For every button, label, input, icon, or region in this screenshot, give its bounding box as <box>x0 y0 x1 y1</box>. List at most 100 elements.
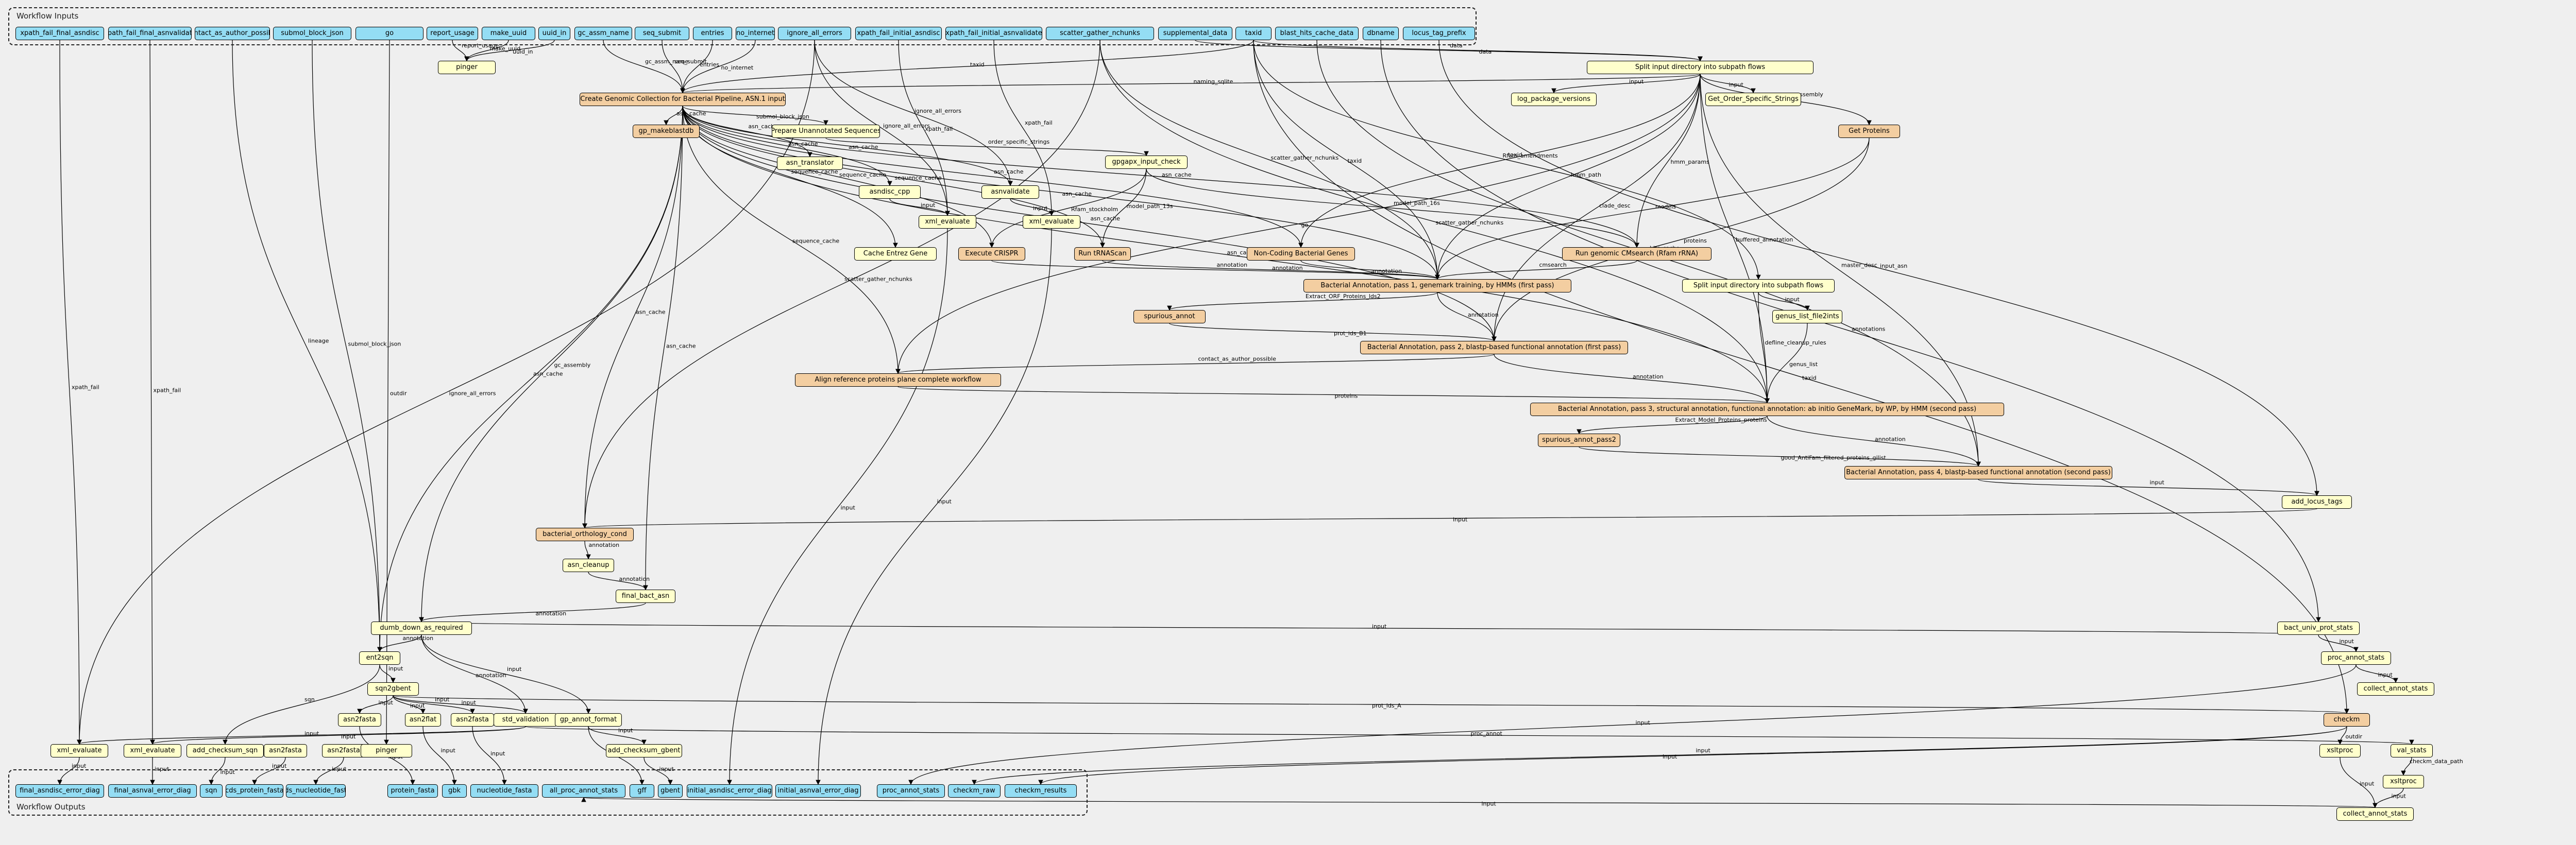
io-node-out-checkm-raw[interactable]: checkm_raw <box>948 784 1001 798</box>
io-node-out-proc-annot-stats[interactable]: proc_annot_stats <box>877 784 945 798</box>
step-node-asn-cleanup[interactable]: asn_cleanup <box>563 559 614 572</box>
step-node-proc-annot[interactable]: proc_annot_stats <box>2321 651 2391 665</box>
step-node-annot-pass2[interactable]: Bacterial Annotation, pass 2, blastp-bas… <box>1360 341 1628 354</box>
step-node-annot-pass3[interactable]: Bacterial Annotation, pass 3, structural… <box>1530 403 2004 416</box>
step-node-add-locus[interactable]: add_locus_tags <box>2282 495 2352 509</box>
step-node-trnascan[interactable]: Run tRNAScan <box>1074 247 1131 261</box>
step-node-xml-evaluate-1[interactable]: xml_evaluate <box>919 215 976 229</box>
step-node-gp-annot-format[interactable]: gp_annot_format <box>555 713 622 727</box>
step-node-xml-evaluate-2[interactable]: xml_evaluate <box>1023 215 1080 229</box>
step-node-spurious1[interactable]: spurious_annot <box>1133 310 1206 323</box>
io-node-out-gff[interactable]: gff <box>630 784 654 798</box>
io-node-in-gc-assm-name[interactable]: gc_assm_name <box>574 27 632 40</box>
step-node-asn2fasta-d[interactable]: asn2fasta <box>322 744 365 757</box>
step-node-split-input-2[interactable]: Split input directory into subpath flows <box>1682 279 1835 292</box>
io-node-in-taxid[interactable]: taxid <box>1235 27 1272 40</box>
edge-label: annotation <box>1371 268 1402 274</box>
io-node-in-submol-block-json[interactable]: submol_block_json <box>273 27 351 40</box>
step-node-asn2flat[interactable]: asn2flat <box>405 713 441 727</box>
step-node-bacterial-prepare[interactable]: Create Genomic Collection for Bacterial … <box>580 93 786 106</box>
io-node-in-blast-hits-cache-data[interactable]: blast_hits_cache_data <box>1275 27 1359 40</box>
step-node-add-checksum-gbent[interactable]: add_checksum_gbent <box>606 744 682 757</box>
io-node-out-cds-nucleotide-fasta[interactable]: cds_nucleotide_fasta <box>286 784 346 798</box>
io-node-in-scatter-gather-nchunks[interactable]: scatter_gather_nchunks <box>1046 27 1154 40</box>
io-node-in-seq-submit[interactable]: seq_submit <box>635 27 689 40</box>
step-node-bact-univ[interactable]: bact_univ_prot_stats <box>2277 622 2360 635</box>
step-node-checkm[interactable]: checkm <box>2324 713 2370 727</box>
io-node-in-xpath-fail-final-asndisc[interactable]: xpath_fail_final_asndisc <box>15 27 104 40</box>
io-node-in-go[interactable]: go <box>355 27 423 40</box>
step-node-asn2fasta-c[interactable]: asn2fasta <box>264 744 307 757</box>
io-node-out-sqn[interactable]: sqn <box>200 784 223 798</box>
step-node-ortholog[interactable]: bacterial_orthology_cond <box>536 528 634 541</box>
io-node-in-make-uuid[interactable]: make_uuid <box>482 27 535 40</box>
step-node-ping-end[interactable]: pinger <box>361 744 412 757</box>
edge-label: proteins <box>1335 393 1358 400</box>
io-node-out-initial-asnval-error-diag[interactable]: initial_asnval_error_diag <box>775 784 861 798</box>
step-node-cache-entrez[interactable]: Cache Entrez Gene <box>854 247 937 261</box>
step-node-collect-annot-2[interactable]: collect_annot_stats <box>2336 807 2414 821</box>
step-node-cmsearch[interactable]: Run genomic CMsearch (Rfam rRNA) <box>1562 247 1711 261</box>
step-node-get-proteins[interactable]: Get Proteins <box>1838 125 1900 138</box>
step-node-crispr[interactable]: Execute CRISPR <box>958 247 1025 261</box>
io-node-out-cds-protein-fasta[interactable]: cds_protein_fasta <box>226 784 283 798</box>
step-node-log-versions[interactable]: log_package_versions <box>1511 93 1597 106</box>
io-node-in-entries[interactable]: entries <box>693 27 732 40</box>
io-node-out-checkm-results[interactable]: checkm_results <box>1005 784 1077 798</box>
io-node-in-supplemental-data[interactable]: supplemental_data <box>1158 27 1232 40</box>
step-node-ncrna[interactable]: Non-Coding Bacterial Genes <box>1247 247 1355 261</box>
edge-label: hmm_params <box>1671 159 1710 165</box>
edge-label: annotation <box>1468 312 1499 318</box>
io-node-out-gbk[interactable]: gbk <box>442 784 467 798</box>
step-node-spurious2[interactable]: spurious_annot_pass2 <box>1538 434 1620 447</box>
edge <box>393 695 475 714</box>
step-node-align-ref[interactable]: Align reference proteins plane complete … <box>795 373 1001 387</box>
step-node-asn2fasta-b[interactable]: asn2fasta <box>451 713 494 727</box>
io-node-in-report-usage[interactable]: report_usage <box>427 27 478 40</box>
step-node-dumb-down[interactable]: dumb_down_as_required <box>371 622 472 635</box>
step-node-ping-start[interactable]: pinger <box>438 61 496 74</box>
step-node-genus-list[interactable]: genus_list_file2ints <box>1772 310 1842 323</box>
step-node-xml-evaluate-4[interactable]: xml_evaluate <box>124 744 181 757</box>
step-node-annot-pass1[interactable]: Bacterial Annotation, pass 1, genemark t… <box>1303 279 1571 292</box>
step-node-gp-makeblastdb[interactable]: gp_makeblastdb <box>633 125 700 138</box>
step-node-annot-pass4[interactable]: Bacterial Annotation, pass 4, blastp-bas… <box>1844 466 2112 479</box>
step-node-prepare-seqs[interactable]: Prepare Unannotated Sequences <box>772 125 880 138</box>
io-node-in-xpath-fail-final-asnvalidate[interactable]: xpath_fail_final_asnvalidate <box>108 27 192 40</box>
step-node-asnvalidate[interactable]: asnvalidate <box>981 185 1039 199</box>
step-node-split-input[interactable]: Split input directory into subpath flows <box>1587 61 1814 74</box>
io-node-out-final-asnval-error-diag[interactable]: final_asnval_error_diag <box>108 784 197 798</box>
step-node-xsltproc-1[interactable]: xsltproc <box>2319 744 2361 757</box>
step-node-asndisc-cpp[interactable]: asndisc_cpp <box>859 185 921 199</box>
edge <box>897 386 1769 404</box>
io-node-in-contact-as-author-possible[interactable]: contact_as_author_possible <box>195 27 270 40</box>
edge-label: sequence_cache <box>839 171 886 178</box>
step-node-add-checksum-sqn[interactable]: add_checksum_sqn <box>187 744 264 757</box>
io-node-out-gbent[interactable]: gbent <box>658 784 683 798</box>
step-node-std-validation[interactable]: std_validation <box>494 713 557 727</box>
step-node-xml-evaluate-3[interactable]: xml_evaluate <box>50 744 108 757</box>
io-node-in-uuid-in[interactable]: uuid_in <box>538 27 570 40</box>
step-node-gpx-qdump[interactable]: gpgapx_input_check <box>1105 156 1188 169</box>
io-node-out-initial-asndisc-error-diag[interactable]: initial_asndisc_error_diag <box>687 784 772 798</box>
step-node-sqn2gbent[interactable]: sqn2gbent <box>367 682 419 696</box>
io-node-out-nucleotide-fasta[interactable]: nucleotide_fasta <box>470 784 538 798</box>
io-node-in-xpath-fail-initial-asndisc[interactable]: xpath_fail_initial_asndisc <box>855 27 942 40</box>
io-node-in-dbname[interactable]: dbname <box>1363 27 1399 40</box>
step-node-final-asn[interactable]: final_bact_asn <box>616 590 675 603</box>
step-node-collect-annot-1[interactable]: collect_annot_stats <box>2357 682 2434 696</box>
step-node-val-stats[interactable]: val_stats <box>2391 744 2433 757</box>
io-node-in-ignore-all-errors[interactable]: ignore_all_errors <box>778 27 851 40</box>
step-node-asn2fasta-a[interactable]: asn2fasta <box>338 713 381 727</box>
step-node-order-strings[interactable]: Get_Order_Specific_Strings <box>1705 93 1801 106</box>
io-node-out-protein-fasta[interactable]: protein_fasta <box>387 784 438 798</box>
step-node-asn-translator[interactable]: asn_translator <box>777 157 843 170</box>
io-node-in-no-internet[interactable]: no_internet <box>736 27 775 40</box>
io-node-out-final-asndisc-error-diag[interactable]: final_asndisc_error_diag <box>15 784 104 798</box>
io-node-in-locus-tag-prefix[interactable]: locus_tag_prefix <box>1403 27 1475 40</box>
io-node-out-all-proc-annot-stats[interactable]: all_proc_annot_stats <box>542 784 625 798</box>
edge-label: scatter_gather_nchunks <box>844 276 912 283</box>
step-node-xsltproc-2[interactable]: xsltproc <box>2383 775 2424 788</box>
step-node-ent2sqn[interactable]: ent2sqn <box>359 651 400 665</box>
io-node-in-xpath-fail-initial-asnvalidate[interactable]: xpath_fail_initial_asnvalidate <box>945 27 1042 40</box>
